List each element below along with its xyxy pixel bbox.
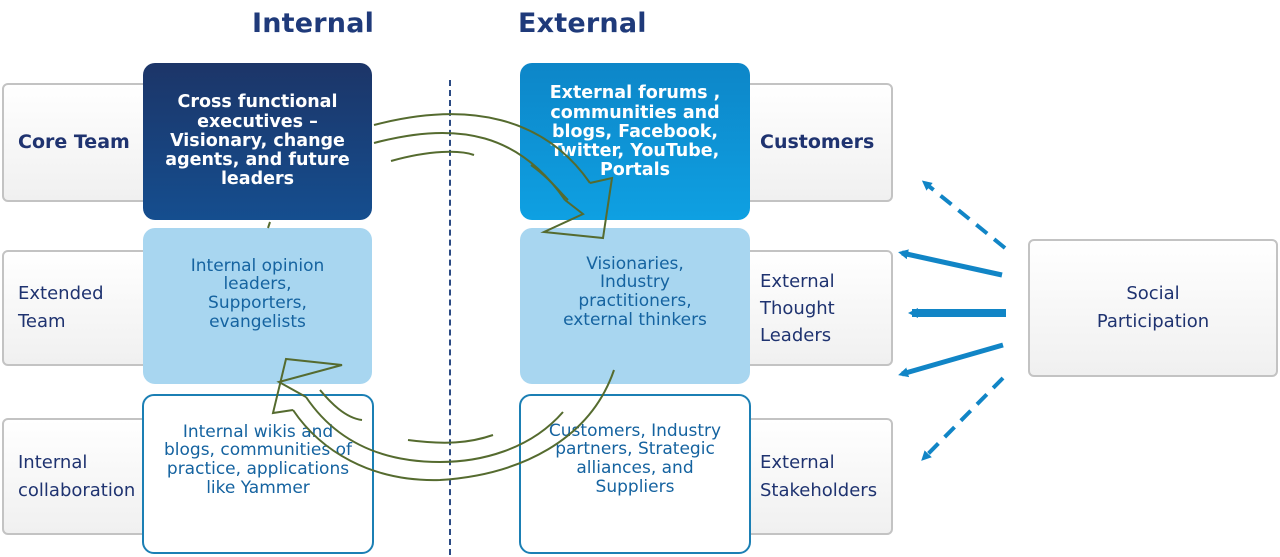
arrow-lower (898, 342, 1004, 378)
row-label-core-team: Core Team (2, 83, 162, 202)
social-participation-box: Social Participation (1028, 239, 1278, 377)
card-visionaries: Visionaries, Industry practitioners, ext… (520, 228, 750, 384)
row-label-text: Stakeholders (760, 479, 878, 501)
card-opinion-leaders: Internal opinion leaders, Supporters, ev… (143, 228, 372, 384)
card-text: Visionaries, Industry practitioners, ext… (563, 253, 707, 330)
row-label-text: Customers (760, 130, 875, 153)
row-label-text: Leaders (760, 324, 832, 346)
row-label-text: External (760, 451, 835, 473)
row-label-customers: Customers (730, 83, 893, 202)
row-label-text: Extended (18, 283, 104, 305)
row-label-text: Core Team (18, 130, 130, 153)
card-text: Customers, Industry partners, Strategic … (548, 420, 722, 497)
top-cycle-arrow-short (390, 150, 475, 162)
social-text: Participation (1096, 311, 1210, 332)
card-external-forums: External forums , communities and blogs,… (520, 63, 750, 220)
row-label-text: Internal (18, 451, 88, 473)
row-label-external-thought-leaders: External Thought Leaders (730, 250, 893, 366)
row-label-internal-collaboration: Internal collaboration (2, 418, 162, 535)
card-text: External forums , communities and blogs,… (549, 83, 721, 181)
card-text: Cross functional executives – Visionary,… (165, 92, 350, 190)
card-core-executives: Cross functional executives – Visionary,… (143, 63, 372, 220)
row-label-extended-team: Extended Team (2, 250, 162, 366)
external-header: External (518, 8, 647, 39)
row-label-external-stakeholders: External Stakeholders (730, 418, 893, 535)
social-text: Social (1126, 283, 1180, 305)
blue-arrows-icon (898, 180, 1007, 461)
card-text: Internal opinion leaders, Supporters, ev… (190, 255, 325, 332)
row-label-text: Team (18, 311, 66, 332)
internal-header: Internal (252, 8, 375, 39)
card-internal-wikis: Internal wikis and blogs, communities of… (142, 394, 374, 554)
row-label-text: collaboration (18, 479, 136, 501)
dashed-arrow-up (921, 180, 1007, 250)
internal-external-divider (449, 80, 451, 555)
row-label-text: External (760, 270, 835, 292)
card-stakeholders: Customers, Industry partners, Strategic … (519, 394, 751, 554)
arrow-upper (898, 249, 1003, 278)
dashed-arrow-down (921, 376, 1005, 461)
row-label-text: Thought (760, 297, 835, 319)
card-text: Internal wikis and blogs, communities of… (163, 421, 352, 498)
